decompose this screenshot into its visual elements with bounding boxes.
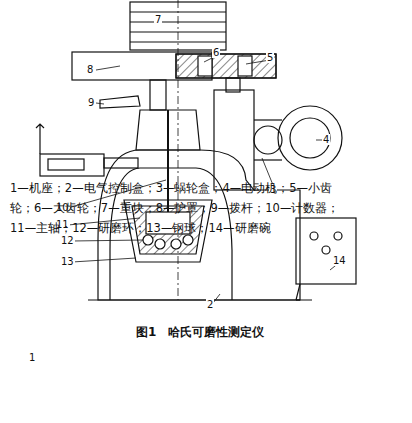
- callout-number: 9: [87, 97, 95, 108]
- parts-list: 1—机座；2—电气控制盒；3—蜗轮盒；4—电动机；5—小齿轮；6—大齿轮；7—重…: [10, 178, 350, 238]
- callout-number: 14: [332, 255, 347, 266]
- callout-number: 4: [322, 134, 330, 145]
- figure-caption: 图1 哈氏可磨性测定仪: [136, 324, 264, 341]
- callout-number: 12: [60, 235, 75, 246]
- callout-number: 13: [60, 256, 75, 267]
- callout-number: 1: [28, 352, 36, 363]
- callout-number: 6: [212, 47, 220, 58]
- callout-number: 2: [206, 299, 214, 310]
- callout-number: 8: [86, 64, 94, 75]
- callout-number: 5: [266, 52, 274, 63]
- callout-number: 7: [154, 14, 162, 25]
